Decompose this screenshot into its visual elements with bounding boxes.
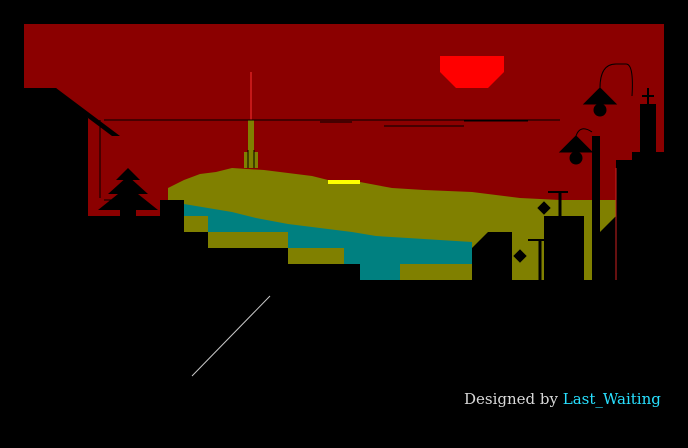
left-buildings <box>0 0 360 280</box>
right-buildings <box>472 24 688 280</box>
sun <box>440 56 504 88</box>
tower-icon <box>244 72 258 168</box>
water <box>184 204 472 280</box>
street-lamp-icon <box>513 63 633 280</box>
credit-line: Designed by Last_Waiting <box>464 390 661 408</box>
pine-tree-icon <box>98 168 158 224</box>
credit-author: Last_Waiting <box>562 390 661 408</box>
hill-highlight <box>328 180 360 184</box>
road-line <box>191 295 271 377</box>
credit-prefix: Designed by <box>464 390 558 408</box>
